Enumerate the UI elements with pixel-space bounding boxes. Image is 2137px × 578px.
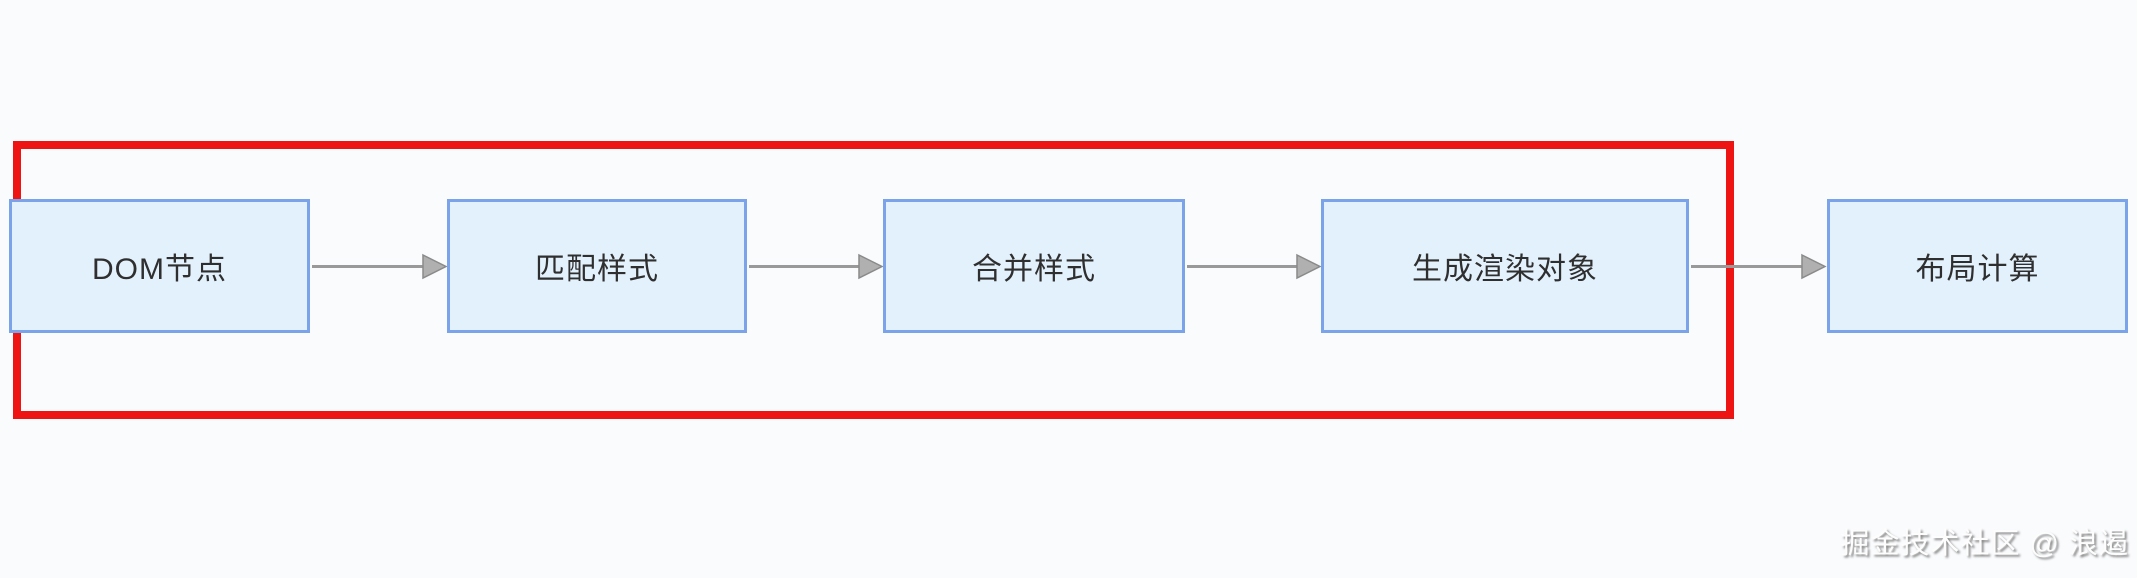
flow-node-match-styles: 匹配样式 — [447, 199, 747, 333]
flow-node-label: 布局计算 — [1915, 253, 2040, 286]
flow-node-layout-calc: 布局计算 — [1827, 199, 2128, 333]
flow-arrow — [312, 253, 448, 280]
flow-node-merge-styles: 合并样式 — [883, 199, 1185, 333]
flow-node-label: DOM节点 — [92, 253, 227, 286]
flow-arrow — [749, 253, 884, 280]
watermark: 掘金技术社区 @ 浪遏 — [1840, 528, 2129, 560]
flow-node-make-render-obj: 生成渲染对象 — [1321, 199, 1689, 333]
flow-node-label: 匹配样式 — [535, 253, 659, 286]
flow-node-label: 合并样式 — [972, 253, 1096, 286]
flow-arrow — [1187, 253, 1322, 280]
flow-arrow — [1691, 253, 1827, 280]
flow-node-dom-node: DOM节点 — [9, 199, 310, 333]
flow-node-label: 生成渲染对象 — [1412, 253, 1598, 286]
